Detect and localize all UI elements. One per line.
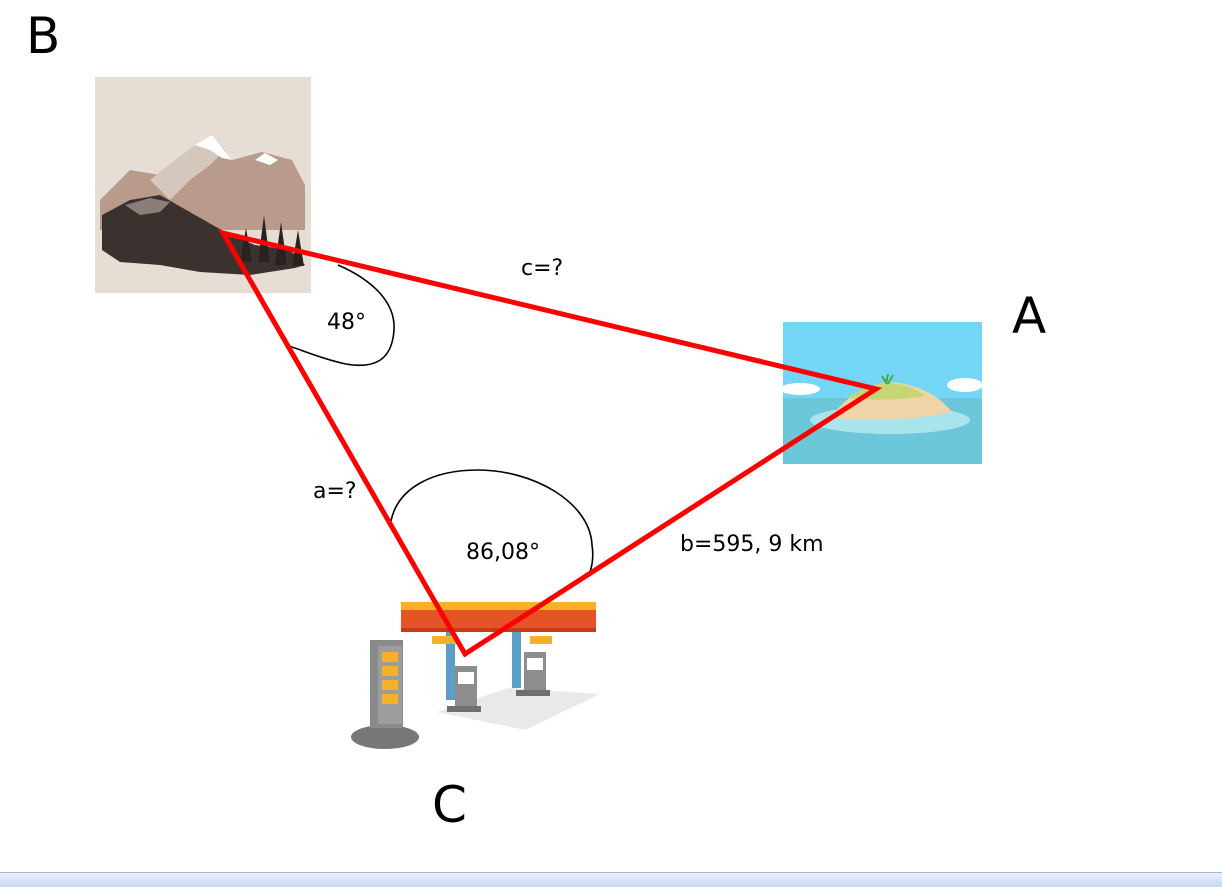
side-label-c: c=? (521, 256, 564, 281)
window-bottom-bar (0, 872, 1222, 887)
vertex-label-a: A (1012, 287, 1047, 345)
gas-station-icon (351, 602, 600, 749)
angle-label-b: 48° (327, 310, 366, 335)
angle-arc-c (390, 469, 594, 573)
triangle (217, 229, 883, 658)
side-label-b: b=595, 9 km (680, 532, 824, 557)
mountain-icon (95, 77, 311, 293)
angle-label-c: 86,08° (466, 540, 540, 565)
angle-arc-b (284, 264, 395, 366)
vertex-label-c: C (432, 776, 467, 834)
vertex-label-b: B (26, 7, 61, 65)
side-label-a: a=? (313, 479, 357, 504)
island-icon (780, 322, 983, 464)
